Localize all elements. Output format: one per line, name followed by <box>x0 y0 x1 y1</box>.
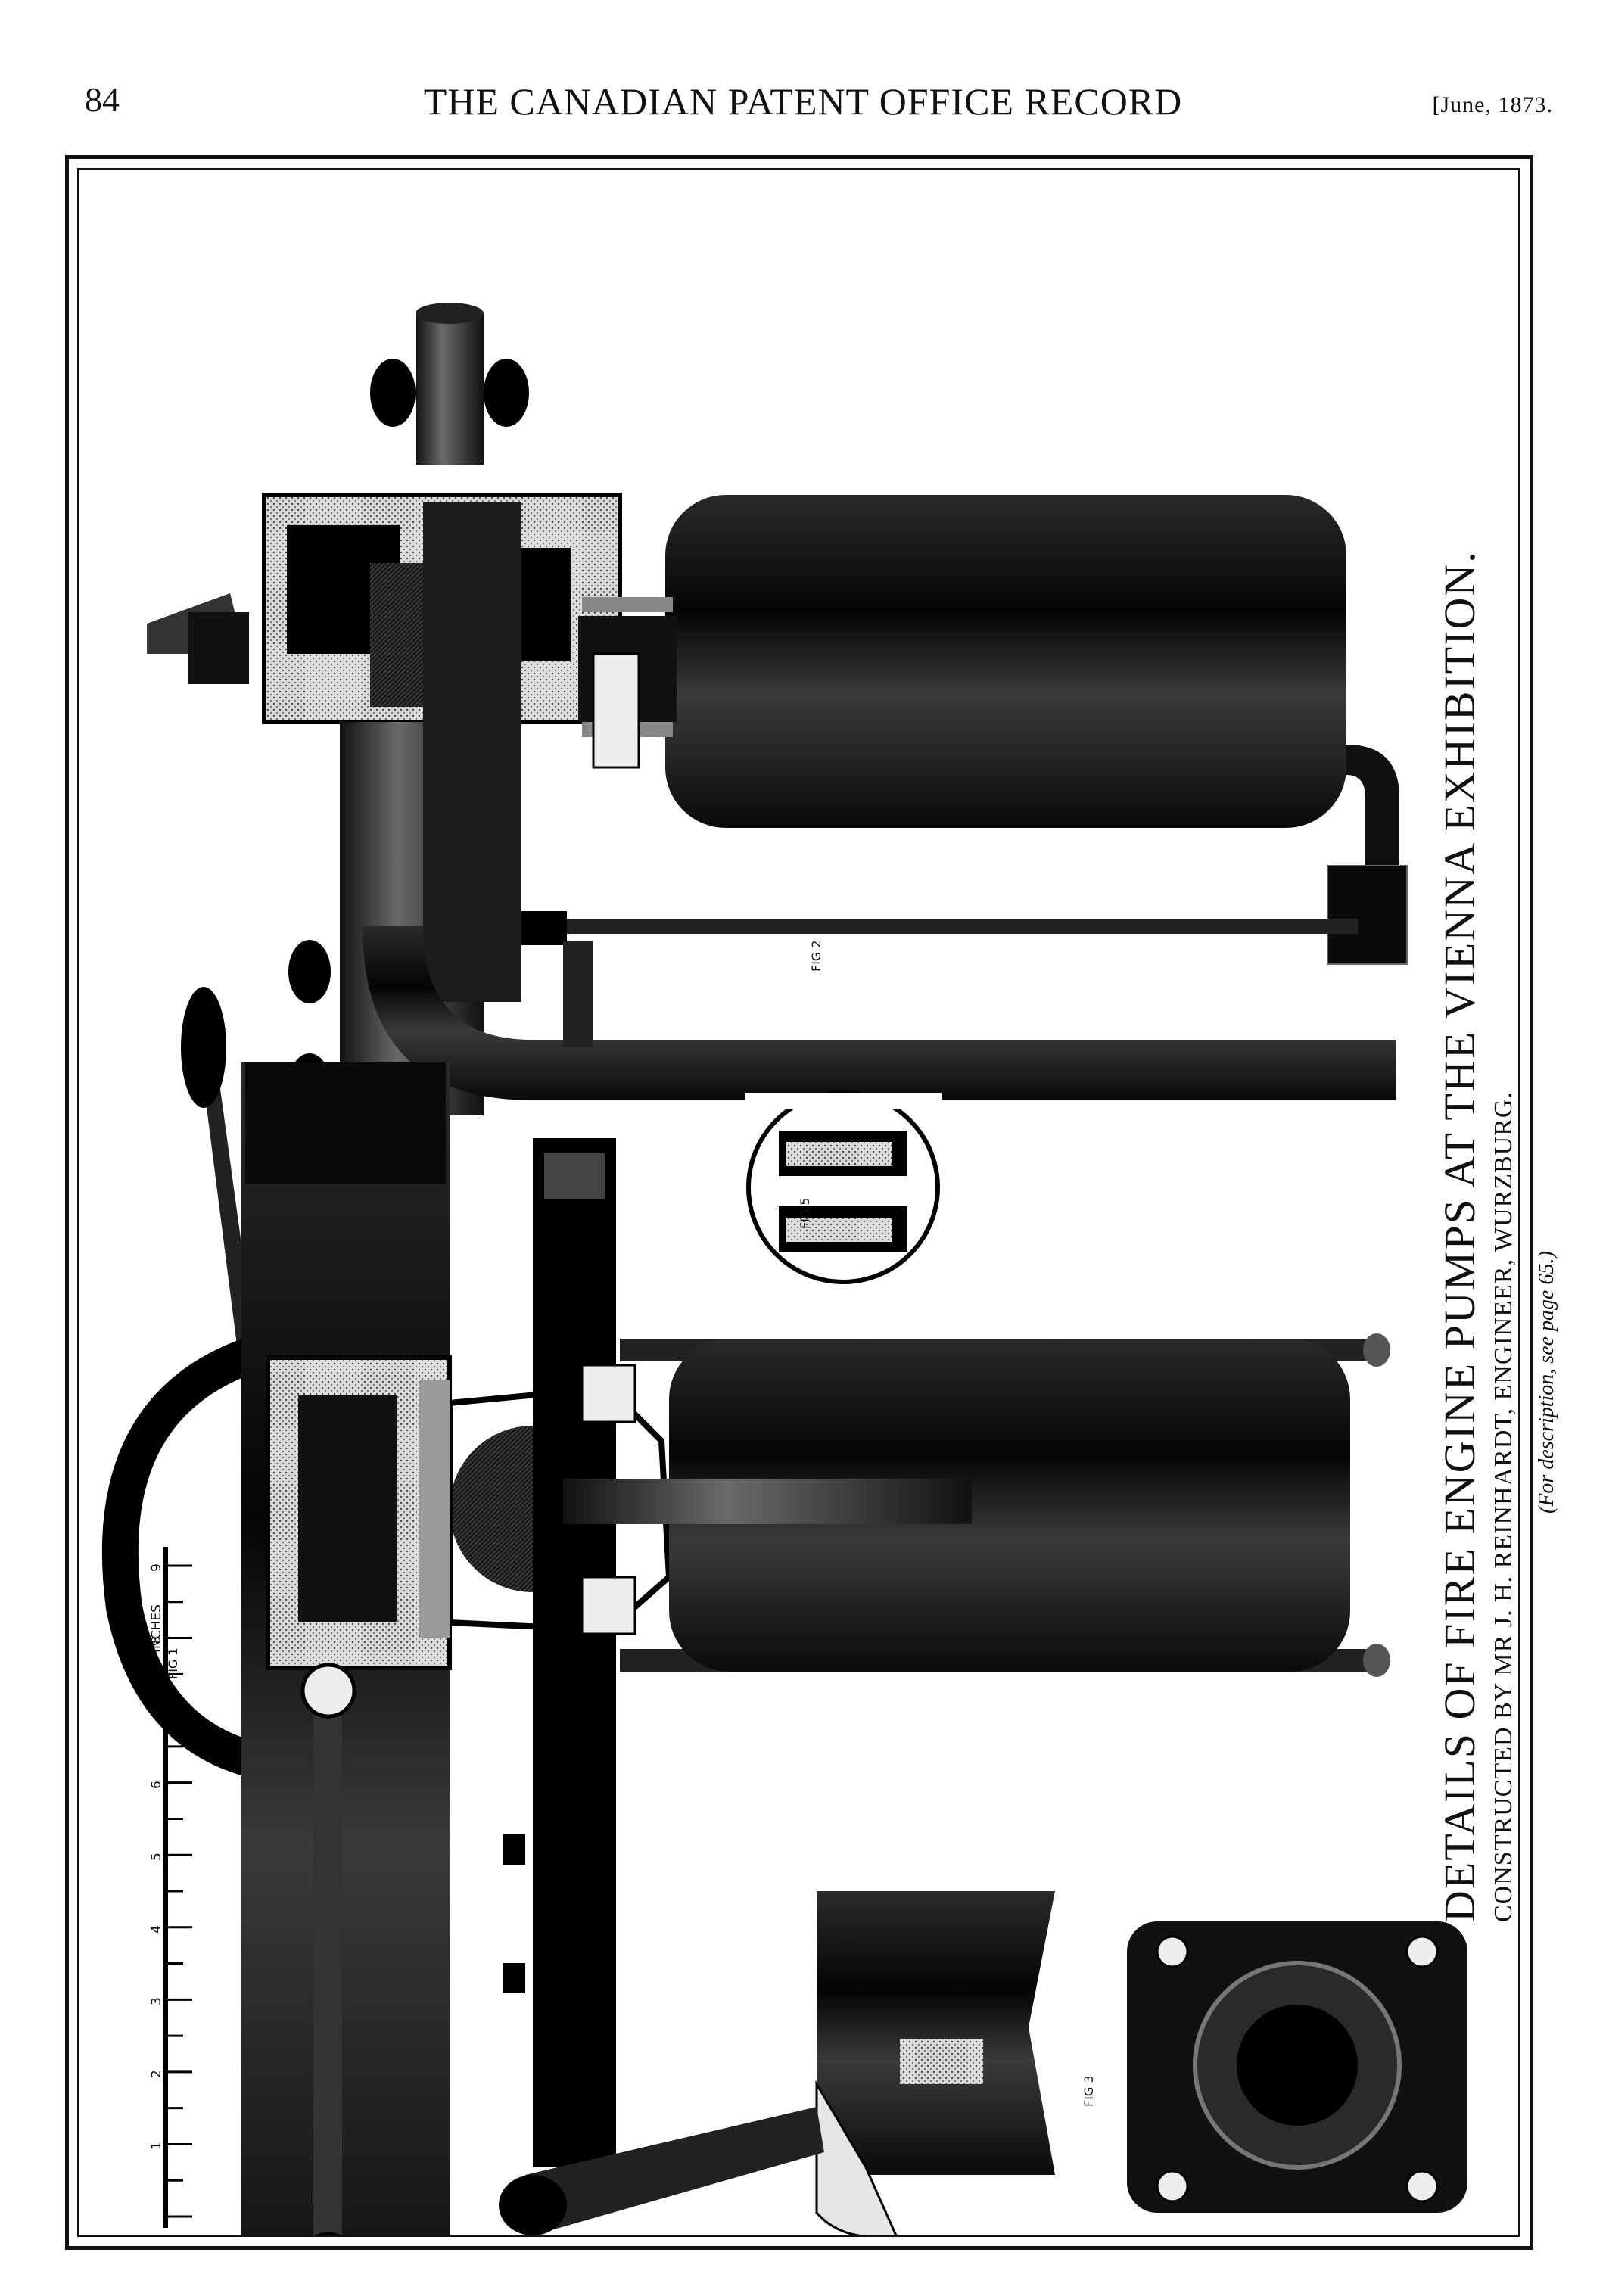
fig3-label: FIG 3 <box>1082 2075 1096 2107</box>
scale-tick-label: 4 <box>149 1924 164 1934</box>
issue-date: [June, 1873. <box>1432 92 1553 117</box>
caption-subtitle: CONSTRUCTED BY MR J. H. REINHARDT, ENGIN… <box>1489 1091 1517 1922</box>
fig1-label: FIG 1 <box>166 1647 180 1679</box>
scale-tick-label: 1 <box>149 2142 164 2151</box>
fig5-disc <box>745 1090 942 1284</box>
scale-ruler <box>163 1547 192 2228</box>
caption-title: DETAILS OF FIRE ENGINE PUMPS AT THE VIEN… <box>1435 550 1484 1922</box>
fig2-label: FIG 2 <box>809 940 823 972</box>
fig5-label: FIG 5 <box>798 1197 812 1229</box>
journal-title: THE CANADIAN PATENT OFFICE RECORD <box>423 80 1183 123</box>
scale-tick-label: 2 <box>149 2070 164 2078</box>
scale-tick-label: 9 <box>149 1563 164 1572</box>
scale-tick-label: 7 <box>149 1708 164 1717</box>
scale-tick-label: 5 <box>149 1853 164 1862</box>
caption-note: (For description, see page 65.) <box>1535 1251 1558 1514</box>
fig3-flange <box>1127 1921 1467 2213</box>
fig1-assembly <box>101 987 1390 2296</box>
plate-inner-border <box>77 168 1520 2237</box>
fig2-assembly <box>147 303 1408 1117</box>
page-number: 84 <box>85 80 120 119</box>
engraving-illustration <box>101 303 1467 2296</box>
scale-unit-label: INCHES <box>149 1604 164 1653</box>
fig4-label: FIG 4 <box>843 1939 857 1971</box>
engraving-plate: FIG 2 FIG 1 FIG 3 FIG 4 FIG 5 INCHES 1 2 3… <box>79 170 1518 2296</box>
scale-tick-label: 3 <box>149 1997 164 2006</box>
scale-tick-label: 8 <box>149 1635 164 1644</box>
plate-outer-border <box>65 155 1533 2250</box>
scale-tick-label: 6 <box>149 1780 164 1789</box>
